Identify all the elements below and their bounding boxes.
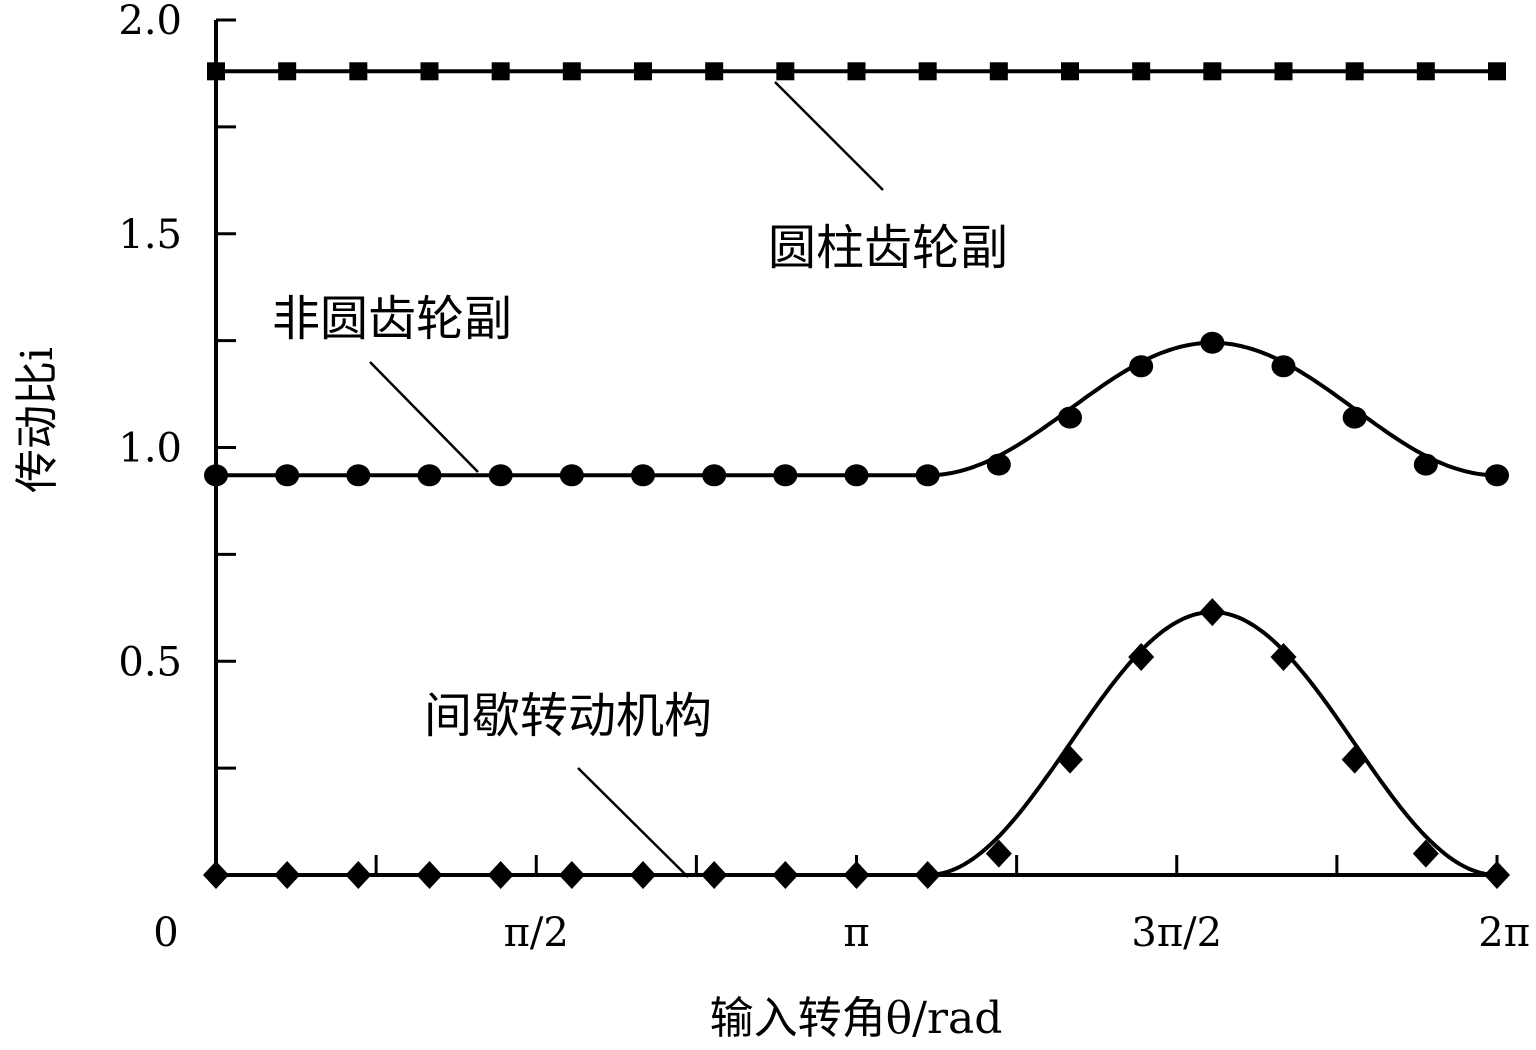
annotation-leader-line	[369, 361, 479, 473]
data-point-diamond	[345, 861, 372, 889]
data-point-square	[349, 62, 368, 81]
data-point-circle	[1200, 331, 1225, 354]
data-point-diamond	[701, 861, 728, 889]
axes-layer: 0.5 1.0 1.5 2.0 0 π/2 π 3π/2 2π 输入转角θ/rad 传动比i	[12, 0, 1530, 1044]
annotation-label: 间歇转动机构	[424, 688, 712, 744]
data-point-square	[1416, 62, 1435, 81]
data-point-circle	[488, 464, 513, 487]
data-point-circle	[844, 464, 869, 487]
x-tick-label: π	[843, 910, 869, 956]
y-tick-label: 1.5	[118, 212, 182, 258]
x-tick-label: 2π	[1478, 910, 1530, 956]
x-axis-title: 输入转角θ/rad	[710, 993, 1003, 1044]
data-point-square	[1061, 62, 1079, 81]
annotation-leader-line	[577, 767, 689, 878]
data-point-square	[1345, 62, 1364, 81]
data-point-diamond	[1199, 598, 1226, 627]
data-point-square	[1132, 62, 1151, 81]
y-axis-title: 传动比i	[12, 347, 63, 493]
data-point-diamond	[843, 861, 870, 889]
data-point-circle	[773, 464, 798, 487]
data-point-square	[776, 62, 795, 81]
data-point-square	[562, 62, 581, 81]
data-point-diamond	[914, 861, 941, 889]
data-point-square	[420, 62, 439, 81]
data-point-circle	[417, 464, 442, 487]
data-point-circle	[1271, 355, 1296, 378]
data-point-circle	[559, 464, 584, 487]
data-point-square	[847, 62, 866, 81]
data-point-circle	[986, 453, 1011, 476]
data-point-circle	[204, 464, 228, 487]
data-point-diamond	[630, 861, 656, 889]
series-line-circle	[216, 340, 1498, 478]
data-point-circle	[1129, 355, 1154, 378]
x-tick-label: 0	[153, 910, 178, 956]
data-point-diamond	[558, 861, 585, 889]
data-point-circle	[275, 464, 300, 487]
data-point-square	[207, 62, 225, 81]
data-point-square	[918, 62, 937, 81]
data-point-diamond	[487, 861, 514, 889]
data-point-circle	[1485, 464, 1509, 487]
series-line-diamond	[216, 610, 1498, 877]
annotation-label: 非圆齿轮副	[272, 291, 512, 347]
data-point-diamond	[1270, 642, 1297, 671]
data-point-circle	[915, 464, 940, 487]
series-layer	[203, 62, 1510, 889]
data-point-diamond	[1412, 839, 1439, 868]
x-tick-label: π/2	[504, 910, 569, 956]
data-point-diamond	[1484, 861, 1510, 889]
data-point-square	[1488, 62, 1506, 81]
data-point-square	[1203, 62, 1222, 81]
data-point-square	[634, 62, 652, 81]
data-point-circle	[702, 464, 727, 487]
data-point-circle	[346, 464, 371, 487]
annotation-label: 圆柱齿轮副	[768, 220, 1008, 276]
data-point-diamond	[1128, 642, 1155, 671]
y-tick-label: 2.0	[118, 0, 182, 44]
data-point-circle	[631, 464, 655, 487]
data-point-square	[1274, 62, 1293, 81]
data-point-diamond	[772, 861, 799, 889]
y-tick-label: 0.5	[118, 639, 182, 685]
data-point-circle	[1413, 453, 1438, 476]
data-point-diamond	[985, 839, 1012, 868]
data-point-diamond	[416, 861, 443, 889]
data-point-diamond	[203, 861, 229, 889]
data-point-circle	[1342, 406, 1367, 429]
data-point-square	[989, 62, 1008, 81]
data-point-square	[278, 62, 297, 81]
x-tick-label: 3π/2	[1131, 910, 1222, 956]
annotation-leader-line	[774, 81, 884, 191]
data-point-diamond	[1341, 745, 1368, 774]
data-point-diamond	[1057, 745, 1083, 774]
data-point-square	[491, 62, 510, 81]
data-point-circle	[1058, 406, 1082, 429]
data-point-square	[705, 62, 724, 81]
data-point-diamond	[274, 861, 301, 889]
y-tick-label: 1.0	[118, 426, 182, 472]
